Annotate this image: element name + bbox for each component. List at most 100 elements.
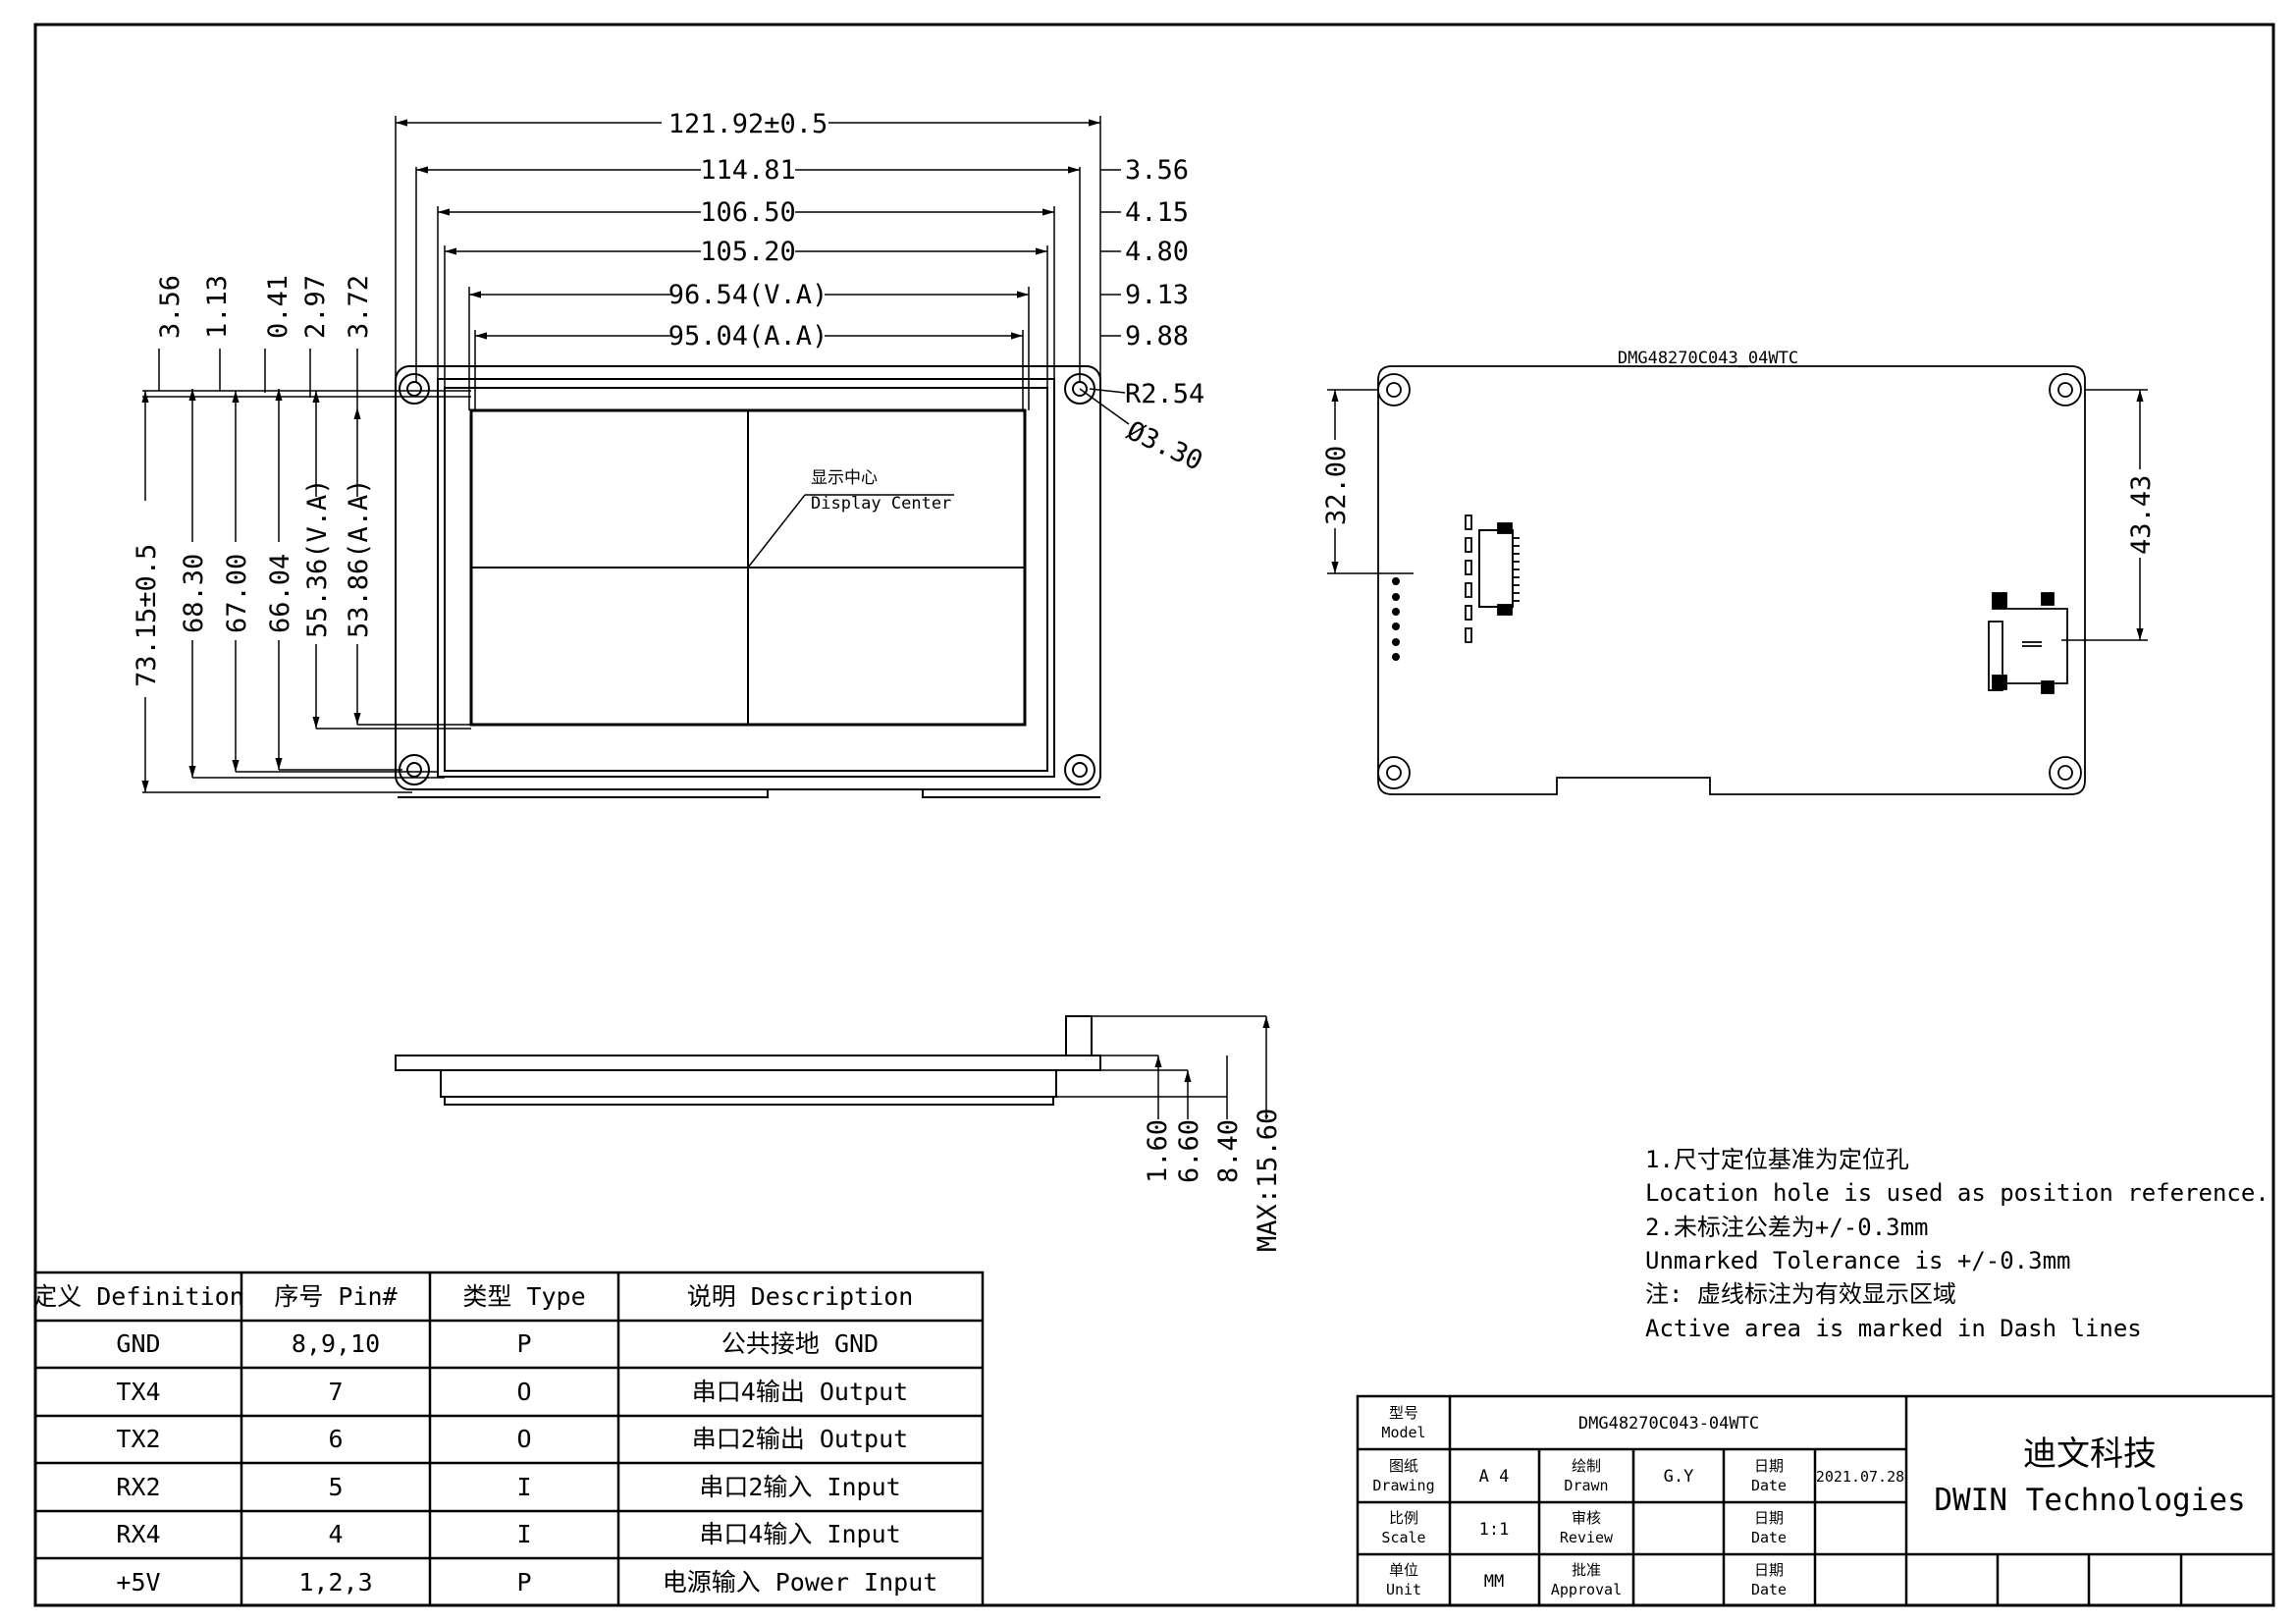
pin-cell-description: 串口4输入 Input bbox=[699, 1520, 900, 1548]
pin-header-pin: 序号 Pin# bbox=[274, 1282, 397, 1311]
pin-cell-description: 公共接地 GND bbox=[721, 1329, 879, 1358]
back-view-dims bbox=[1327, 389, 2148, 641]
dim-right-3-56: 3.56 bbox=[1125, 155, 1189, 186]
pin-cell-description: 电源输入 Power Input bbox=[663, 1568, 938, 1597]
title-block bbox=[1356, 1394, 2275, 1607]
tb-drawing-cn: 图纸 bbox=[1389, 1457, 1418, 1475]
pin-cell-type: I bbox=[516, 1520, 531, 1548]
tb-review-en: Review bbox=[1560, 1529, 1614, 1546]
dim-corner-radius: R2.54 bbox=[1125, 379, 1204, 409]
tb-drawn-value: G.Y bbox=[1664, 1467, 1694, 1487]
dim-right-4-15: 4.15 bbox=[1125, 197, 1189, 228]
pin-header-definition: 定义 Definition bbox=[32, 1282, 244, 1311]
back-view-labels: DMG48270C043_04WTC 32.00 43.43 bbox=[1319, 349, 2157, 558]
tb-unit-en: Unit bbox=[1386, 1581, 1421, 1598]
pin-cell-definition: TX2 bbox=[116, 1425, 160, 1453]
back-pin-dots bbox=[1392, 577, 1400, 661]
tb-date-en: Date bbox=[1751, 1477, 1787, 1494]
display-center-label: 显示中心 Display Center bbox=[811, 468, 951, 514]
dim-overall-width: 121.92±0.5 bbox=[668, 109, 828, 139]
notes: 1.尺寸定位基准为定位孔 Location hole is used as po… bbox=[1645, 1146, 2269, 1342]
note-line-3: 2.未标注公差为+/-0.3mm bbox=[1645, 1214, 1929, 1241]
tb-drawn-cn: 绘制 bbox=[1572, 1457, 1601, 1475]
tb-date-en: Date bbox=[1751, 1581, 1787, 1598]
front-top-left-dim-labels: 3.56 1.13 0.41 2.97 3.72 bbox=[155, 275, 374, 339]
dim-right-9-88: 9.88 bbox=[1125, 321, 1189, 352]
back-view bbox=[1377, 365, 2086, 795]
tb-scale-cn: 比例 bbox=[1389, 1509, 1418, 1527]
tb-date-value: 2021.07.28 bbox=[1816, 1468, 1904, 1486]
pin-cell-pin: 7 bbox=[328, 1378, 343, 1406]
note-line-4: Unmarked Tolerance is +/-0.3mm bbox=[1645, 1247, 2070, 1274]
pin-cell-type: P bbox=[516, 1329, 531, 1358]
pin-cell-type: O bbox=[516, 1425, 531, 1453]
note-line-6: Active area is marked in Dash lines bbox=[1645, 1315, 2142, 1342]
note-line-1: 1.尺寸定位基准为定位孔 bbox=[1645, 1146, 1909, 1173]
pin-header-type: 类型 Type bbox=[462, 1282, 585, 1311]
dim-view-area-width: 96.54(V.A) bbox=[668, 280, 828, 310]
tb-unit-value: MM bbox=[1484, 1572, 1504, 1592]
dim-inner-height: 66.04 bbox=[265, 554, 295, 633]
back-model-label: DMG48270C043_04WTC bbox=[1618, 349, 1798, 368]
dim-side-8-40: 8.40 bbox=[1213, 1119, 1244, 1183]
front-horizontal-dims bbox=[395, 116, 1130, 425]
front-view bbox=[142, 365, 1101, 798]
dim-back-left: 32.00 bbox=[1321, 446, 1352, 525]
dim-top-3-72: 3.72 bbox=[344, 275, 374, 339]
pin-cell-type: O bbox=[516, 1378, 531, 1406]
dim-hole-pitch-y: 68.30 bbox=[179, 554, 209, 633]
note-line-5: 注: 虚线标注为有效显示区域 bbox=[1645, 1280, 1956, 1308]
tb-date-cn: 日期 bbox=[1754, 1457, 1784, 1475]
dim-inner-width: 105.20 bbox=[700, 237, 796, 267]
pin-cell-description: 串口4输出 Output bbox=[692, 1378, 908, 1406]
front-vertical-dim-labels: 73.15±0.5 68.30 67.00 66.04 55.36(V.A) 5… bbox=[132, 478, 374, 697]
tb-date-cn: 日期 bbox=[1754, 1561, 1784, 1579]
display-center-en: Display Center bbox=[811, 494, 951, 514]
tb-model-en: Model bbox=[1381, 1424, 1425, 1441]
pin-cell-pin: 1,2,3 bbox=[298, 1568, 372, 1597]
dim-side-1-60: 1.60 bbox=[1143, 1119, 1173, 1183]
pin-cell-type: P bbox=[516, 1568, 531, 1597]
front-top-left-dims bbox=[142, 349, 471, 407]
tb-model-value: DMG48270C043-04WTC bbox=[1578, 1414, 1759, 1434]
pin-cell-description: 串口2输出 Output bbox=[692, 1425, 908, 1453]
tb-scale-en: Scale bbox=[1381, 1529, 1425, 1546]
tb-drawn-en: Drawn bbox=[1564, 1477, 1608, 1494]
drawing-border bbox=[33, 23, 2275, 1607]
pin-cell-definition: RX2 bbox=[116, 1473, 160, 1501]
dim-frame-width: 106.50 bbox=[700, 197, 796, 228]
tb-drawing-value: A 4 bbox=[1479, 1467, 1510, 1487]
dim-right-4-80: 4.80 bbox=[1125, 237, 1189, 267]
pin-cell-pin: 6 bbox=[328, 1425, 343, 1453]
pin-cell-definition: +5V bbox=[116, 1568, 160, 1597]
dim-top-1-13: 1.13 bbox=[202, 275, 233, 339]
tb-approval-en: Approval bbox=[1551, 1581, 1622, 1598]
outer-frame bbox=[395, 365, 1101, 790]
note-line-2: Location hole is used as position refere… bbox=[1645, 1179, 2269, 1207]
company-name-en: DWIN Technologies bbox=[1934, 1483, 2245, 1518]
dim-hole-diameter: Ø3.30 bbox=[1122, 415, 1207, 476]
inner-frame-1 bbox=[437, 378, 1055, 778]
dim-top-0-41: 0.41 bbox=[263, 275, 294, 339]
tb-model-cn: 型号 bbox=[1389, 1404, 1418, 1422]
front-horizontal-dim-labels: 121.92±0.5 114.81 106.50 105.20 96.54(V.… bbox=[662, 106, 1207, 477]
dim-active-area-height: 53.86(A.A) bbox=[344, 478, 374, 638]
dim-top-2-97: 2.97 bbox=[300, 275, 331, 339]
tb-drawing-en: Drawing bbox=[1372, 1477, 1434, 1494]
tb-date-en: Date bbox=[1751, 1529, 1787, 1546]
pin-cell-type: I bbox=[516, 1473, 531, 1501]
tb-scale-value: 1:1 bbox=[1479, 1520, 1510, 1540]
pin-cell-pin: 4 bbox=[328, 1520, 343, 1548]
pin-cell-definition: GND bbox=[116, 1329, 160, 1358]
dim-back-right: 43.43 bbox=[2126, 475, 2157, 555]
pin-cell-pin: 8,9,10 bbox=[292, 1329, 380, 1358]
pin-table-text: 定义 Definition 序号 Pin# 类型 Type 说明 Descrip… bbox=[32, 1282, 937, 1597]
dim-frame-height: 67.00 bbox=[222, 554, 252, 633]
pin-table bbox=[33, 1271, 985, 1607]
side-view bbox=[395, 1015, 1270, 1119]
pin-cell-pin: 5 bbox=[328, 1473, 343, 1501]
dim-right-9-13: 9.13 bbox=[1125, 280, 1189, 310]
dim-active-area-width: 95.04(A.A) bbox=[668, 321, 828, 352]
dim-overall-height: 73.15±0.5 bbox=[132, 544, 162, 687]
